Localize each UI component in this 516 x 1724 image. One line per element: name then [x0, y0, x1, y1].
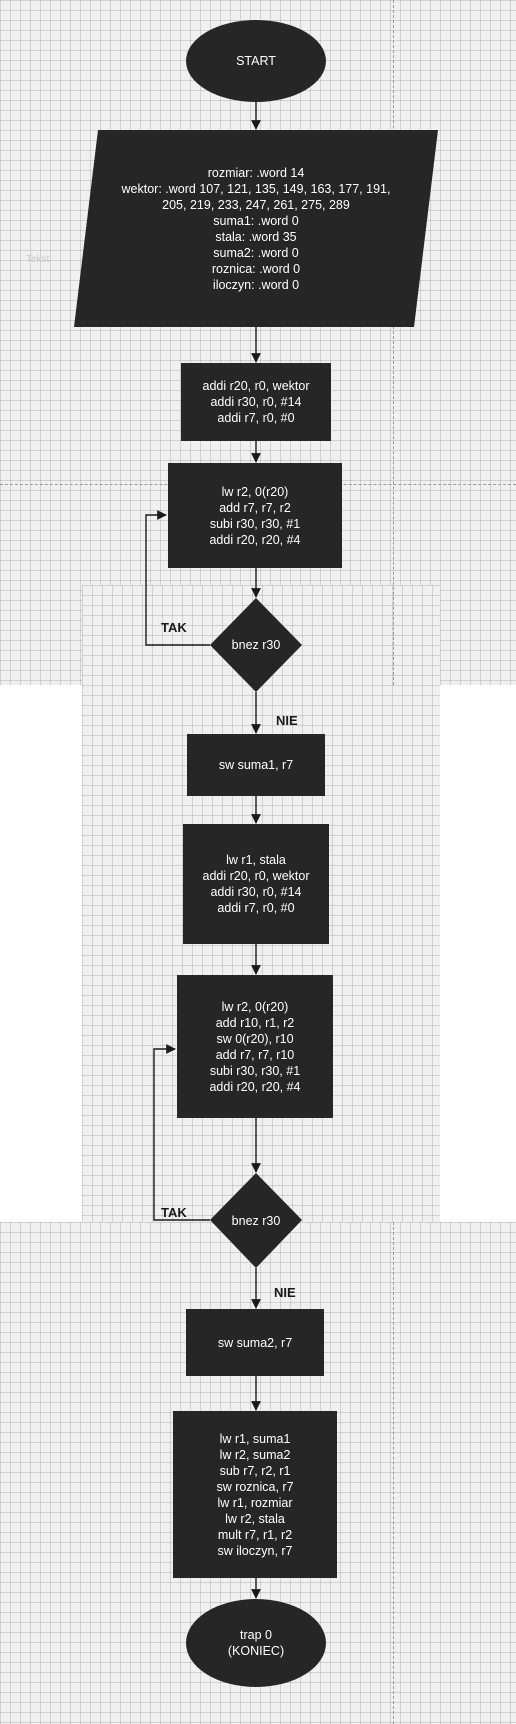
decision1-diamond[interactable]	[210, 598, 302, 692]
init1-process[interactable]	[181, 363, 331, 441]
declarations-data-block[interactable]	[74, 130, 438, 327]
final-process[interactable]	[173, 1411, 337, 1578]
decision2-yes-label: TAK	[161, 1205, 187, 1220]
edge-decision2-loopback[interactable]	[153, 1044, 210, 1221]
loop2-process[interactable]	[177, 975, 333, 1118]
edge-decision1-loopback[interactable]	[145, 510, 210, 646]
loop1-process[interactable]	[168, 463, 342, 568]
decision2-no-label: NIE	[274, 1285, 296, 1300]
page-break-vertical	[393, 0, 394, 685]
faint-text: Tekst	[26, 254, 50, 265]
start-terminator[interactable]	[186, 20, 326, 102]
store1-process[interactable]	[187, 734, 325, 796]
store2-process[interactable]	[186, 1309, 324, 1376]
decision2-diamond[interactable]	[210, 1173, 302, 1268]
end-terminator[interactable]	[186, 1599, 326, 1687]
init2-process[interactable]	[183, 824, 329, 944]
page-break-vertical	[393, 1222, 394, 1724]
canvas-grid-middle	[82, 585, 440, 1225]
decision1-yes-label: TAK	[161, 620, 187, 635]
canvas-grid-top	[0, 0, 516, 685]
decision1-no-label: NIE	[276, 713, 298, 728]
